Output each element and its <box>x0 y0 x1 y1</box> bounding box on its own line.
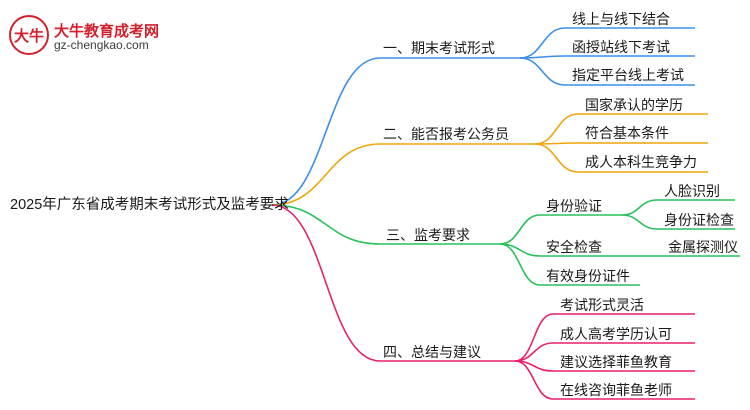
branch-4-item-2: 成人高考学历认可 <box>560 326 672 342</box>
branch-3-label: 三、监考要求 <box>386 227 470 243</box>
branch-2-item-2: 符合基本条件 <box>585 125 669 141</box>
connector-root-branch-1 <box>271 57 381 206</box>
connector-branch-2-item-3 <box>534 143 579 173</box>
branch-4-item-3: 建议选择菲鱼教育 <box>560 354 672 370</box>
root-topic: 2025年广东省成考期末考试形式及监考要求 <box>10 197 289 213</box>
connector-root-branch-2 <box>271 143 381 206</box>
connector-branch-3-item-1-sub-1 <box>621 199 658 216</box>
connector-branch-1-item-3 <box>519 57 566 86</box>
branch-4-item-4: 在线咨询菲鱼老师 <box>560 382 672 398</box>
connector-branch-2-item-1 <box>534 113 579 145</box>
branch-3-item-1-sub-2: 身份证检查 <box>664 212 734 228</box>
site-logo[interactable]: 大牛 大牛教育成考网 gz-chengkao.com <box>8 14 178 56</box>
branch-3-item-3: 有效身份证件 <box>546 268 630 284</box>
branch-3-item-2: 安全检查 <box>546 239 602 255</box>
branch-2-label: 二、能否报考公务员 <box>383 126 509 142</box>
branch-1-item-3: 指定平台线上考试 <box>572 67 684 83</box>
branch-2-item-3: 成人本科生竞争力 <box>585 154 697 170</box>
connector-branch-3-item-1-sub-2 <box>621 214 658 230</box>
connector-branch-4-item-4 <box>514 360 554 400</box>
connector-root-branch-4 <box>271 204 381 362</box>
branch-4-item-1: 考试形式灵活 <box>560 297 644 313</box>
branch-3-item-1-sub-1: 人脸识别 <box>664 183 720 199</box>
branch-4-label: 四、总结与建议 <box>383 344 481 360</box>
branch-1-label: 一、期末考试形式 <box>383 40 495 56</box>
logo-url: gz-chengkao.com <box>54 38 149 52</box>
branch-1-item-2: 函授站线下考试 <box>572 39 670 55</box>
branch-3-item-1: 身份验证 <box>546 198 602 214</box>
connector-branch-3-item-1 <box>499 214 541 245</box>
connector-branch-4-item-1 <box>514 313 554 362</box>
logo-mark-text: 大牛 <box>14 27 44 45</box>
branch-1-item-1: 线上与线下结合 <box>572 11 670 27</box>
branch-3-item-2-sub-1: 金属探测仪 <box>668 239 738 255</box>
connector-branch-3-item-3 <box>499 243 541 286</box>
connector-branch-1-item-1 <box>519 27 566 59</box>
logo-name: 大牛教育成考网 <box>54 23 160 40</box>
connector-branch-4-item-2 <box>514 342 554 362</box>
branch-2-item-1: 国家承认的学历 <box>585 97 683 113</box>
logo-mark-icon: 大牛 <box>9 15 49 55</box>
connector-root-branch-3 <box>271 204 381 245</box>
